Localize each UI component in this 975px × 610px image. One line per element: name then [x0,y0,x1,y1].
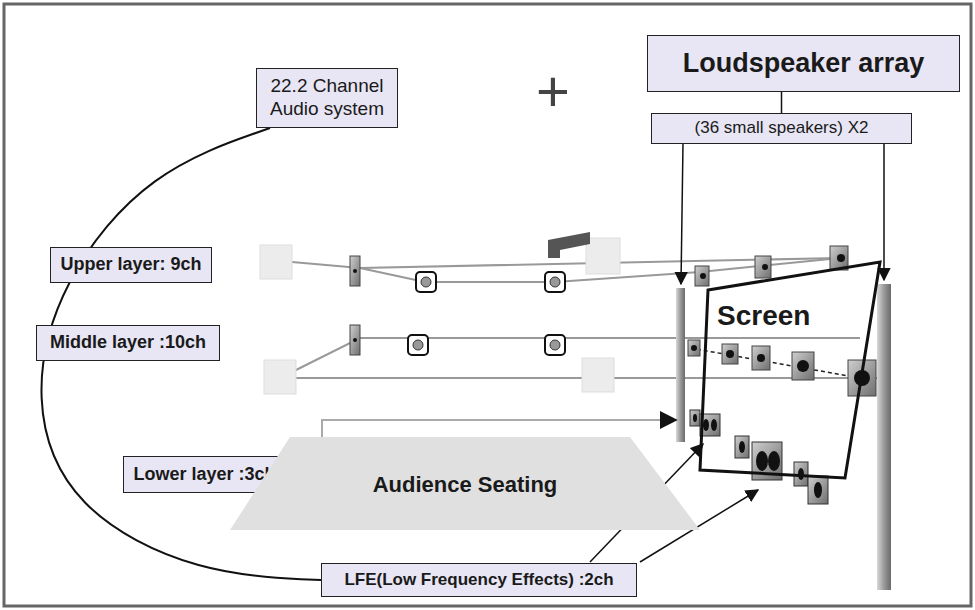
lower-speaker [690,410,828,504]
system-box: 22.2 Channel Audio system [256,68,398,128]
layer-box: Upper layer: 9ch [50,247,212,283]
connector-line [781,92,783,113]
node-text: Upper layer: 9ch [60,254,201,276]
screen-shape: Screen [695,255,890,480]
speaker-cube [260,238,620,394]
screen-frame [700,262,880,478]
frame [4,4,971,606]
array-box: Loudspeaker array [647,35,960,92]
node-text: Middle layer :10ch [50,332,206,354]
seating-fill [230,437,700,530]
speaker-array-bar [676,288,685,442]
node-text: Screen [717,299,810,333]
screen-speaker [688,340,876,396]
layer-box: Middle layer :10ch [36,325,220,361]
count-box: (36 small speakers) X2 [651,113,912,144]
node-text: LFE(Low Frequency Effects) :2ch [344,570,613,590]
speaker-top [548,232,590,258]
node-text: (36 small speakers) X2 [695,118,869,138]
speaker-cone [693,414,822,498]
dashed-line [690,348,860,378]
node-text: Loudspeaker array [683,47,925,79]
speaker-array-bar [877,284,891,590]
speaker-cone [353,254,845,342]
node-text: 22.2 Channel Audio system [265,75,389,121]
ring-speaker [408,272,565,355]
lfe-box: LFE(Low Frequency Effects) :2ch [321,563,637,597]
screen-shape-outline [695,255,890,480]
side-speaker [350,246,848,355]
node-text: Audience Seating [373,472,558,498]
node-text: Lower layer :3ch [133,464,275,486]
plus-sign: + [536,62,570,120]
seating-area: Audience Seating [230,437,700,530]
speaker-cone [691,345,870,386]
